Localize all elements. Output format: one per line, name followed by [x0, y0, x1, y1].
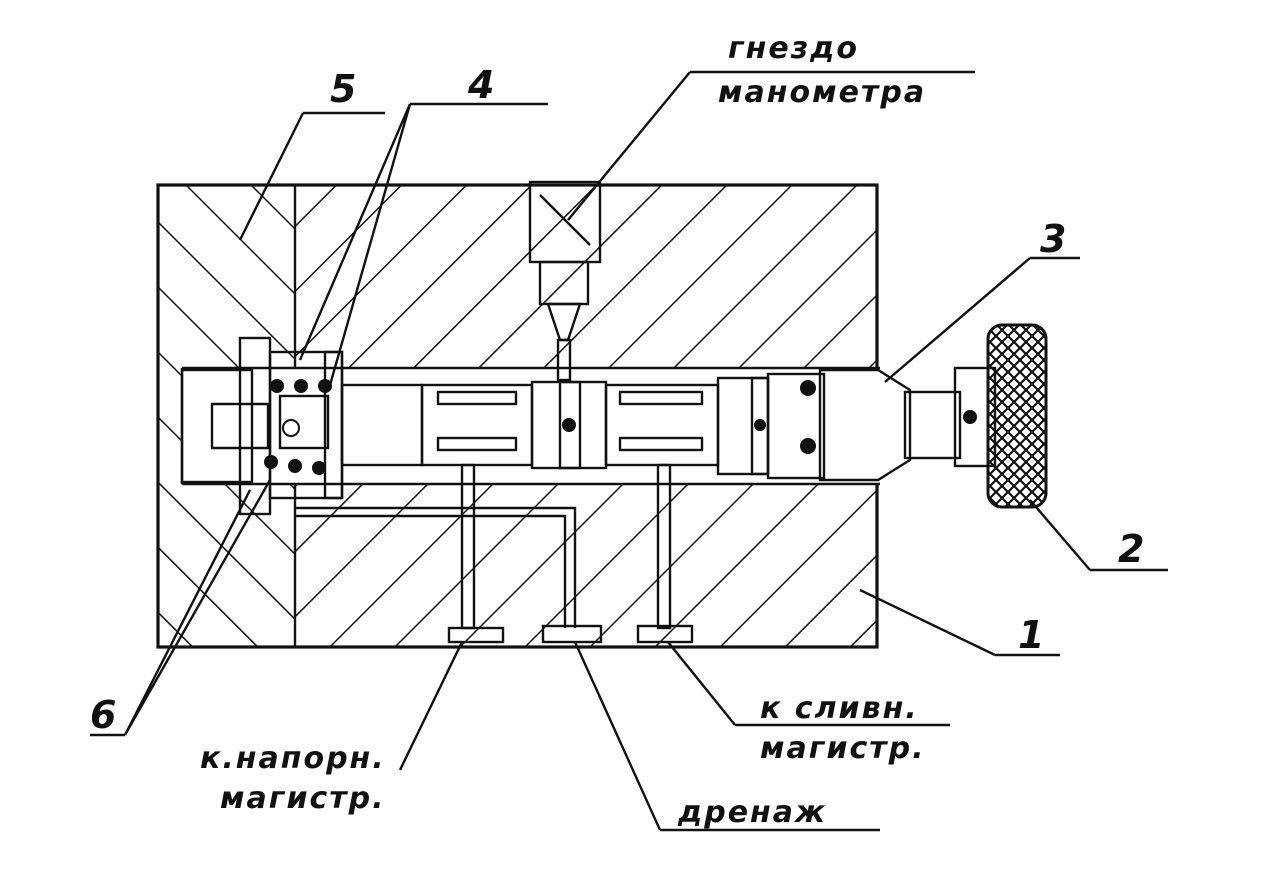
adjusting-screw	[818, 366, 997, 482]
knurled-knob	[986, 323, 1048, 509]
label-drain-out-line1: к сливн.	[760, 691, 919, 726]
label-pressure-line1: к.напорн.	[200, 741, 386, 776]
callout-labels: 1 2 3 4 5 6 гнездо манометра к сливн. ма…	[90, 31, 1144, 830]
label-3: 3	[1040, 217, 1066, 261]
label-drain-out-line2: магистр.	[760, 731, 926, 766]
left-end-cap	[180, 336, 344, 516]
label-drainage: дренаж	[677, 795, 827, 830]
spool	[340, 372, 826, 480]
label-pressure-line2: магистр.	[220, 781, 386, 816]
label-5: 5	[330, 67, 356, 111]
label-6: 6	[90, 693, 116, 737]
internal-channels	[295, 463, 694, 644]
label-1: 1	[1018, 613, 1044, 657]
leader-lines	[90, 70, 1168, 832]
gauge-socket	[528, 180, 602, 382]
label-4: 4	[467, 63, 494, 107]
label-gauge-line1: гнездо	[728, 31, 859, 66]
label-2: 2	[1118, 527, 1144, 571]
label-gauge-line2: манометра	[718, 75, 926, 110]
